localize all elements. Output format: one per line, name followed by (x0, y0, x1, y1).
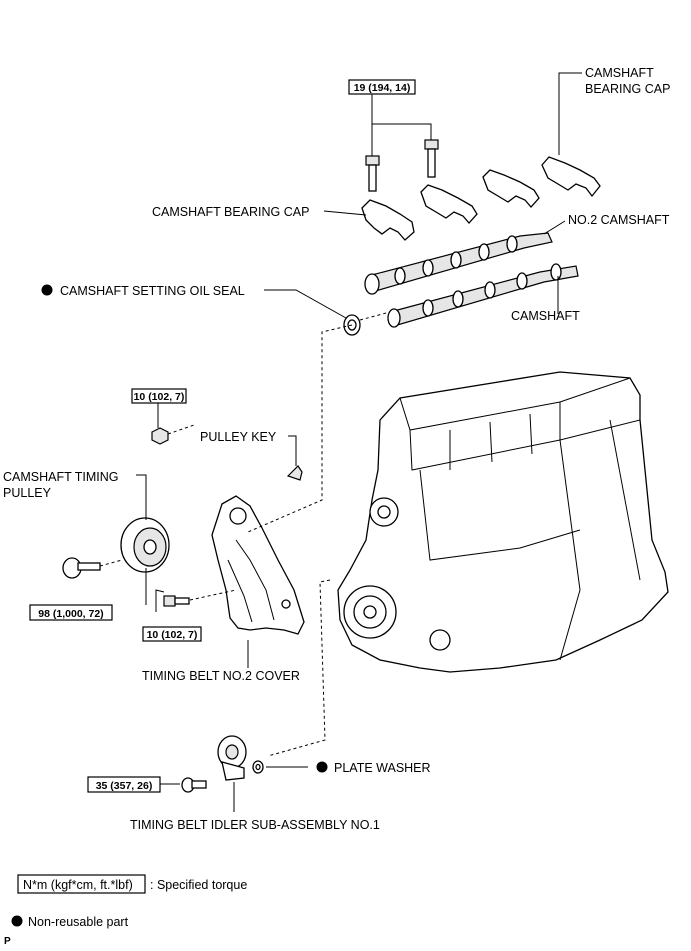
label-plate-washer: PLATE WASHER (334, 761, 431, 775)
label-camshaft-timing-pulley-line2: PULLEY (3, 486, 52, 500)
legend: N*m (kgf*cm, ft.*lbf) : Specified torque… (11, 874, 247, 929)
pulley-bolt-drawing (62, 557, 101, 579)
torque-box-cover-bolt: 10 (102, 7) (142, 626, 202, 642)
alignment-lines (99, 311, 391, 757)
legend-torque-desc: : Specified torque (150, 878, 247, 892)
label-timing-belt-no2-cover: TIMING BELT NO.2 COVER (142, 669, 300, 683)
bearing-cap-bolts-drawing (365, 139, 439, 192)
label-camshaft-setting-oil-seal: CAMSHAFT SETTING OIL SEAL (60, 284, 245, 298)
camshaft-bearing-cap-drawing (361, 156, 601, 241)
corner-mark: P (4, 936, 11, 947)
torque-box-camshaft-nut: 10 (102, 7) (131, 388, 187, 404)
torque-box-pulley-bolt: 98 (1,000, 72) (29, 604, 113, 621)
camshaft-timing-pulley-drawing (120, 517, 170, 573)
svg-text:35 (357, 26): 35 (357, 26) (96, 780, 153, 792)
label-camshaft-timing-pulley-line1: CAMSHAFT TIMING (3, 470, 119, 484)
plate-washer-drawing (252, 760, 264, 774)
label-camshaft-bearing-cap-left: CAMSHAFT BEARING CAP (152, 205, 309, 219)
no2-camshaft-drawing (364, 232, 553, 295)
engine-block-drawing (337, 371, 669, 673)
timing-belt-idler-drawing (217, 735, 247, 781)
torque-box-idler-bolt: 35 (357, 26) (87, 776, 161, 793)
label-no2-camshaft: NO.2 CAMSHAFT (568, 213, 670, 227)
svg-text:10 (102, 7): 10 (102, 7) (147, 629, 198, 641)
label-camshaft: CAMSHAFT (511, 309, 580, 323)
svg-text:10 (102, 7): 10 (102, 7) (134, 391, 185, 403)
nonreusable-marker-oil-seal (41, 284, 53, 296)
legend-nonreusable: Non-reusable part (28, 915, 129, 929)
svg-text:98 (1,000, 72): 98 (1,000, 72) (38, 608, 103, 620)
label-camshaft-bearing-cap-top-line1: CAMSHAFT (585, 66, 654, 80)
camshaft-nut-drawing (151, 427, 169, 445)
nonreusable-marker-plate-washer (316, 761, 328, 773)
torque-box-bearing-cap-bolts: 19 (194, 14) (348, 79, 416, 95)
label-camshaft-bearing-cap-top-line2: BEARING CAP (585, 82, 670, 96)
camshaft-drawing (387, 263, 579, 328)
label-timing-belt-idler: TIMING BELT IDLER SUB-ASSEMBLY NO.1 (130, 818, 380, 832)
timing-belt-no2-cover-drawing (211, 495, 305, 635)
cover-bolt-drawing (163, 595, 190, 607)
idler-bolt-drawing (181, 777, 207, 793)
legend-torque-unit: N*m (kgf*cm, ft.*lbf) (23, 878, 133, 892)
legend-nonreusable-marker (11, 915, 23, 927)
svg-text:19 (194, 14): 19 (194, 14) (354, 82, 411, 94)
pulley-key-drawing (286, 465, 303, 481)
leader-lines (136, 72, 582, 812)
label-pulley-key: PULLEY KEY (200, 430, 277, 444)
